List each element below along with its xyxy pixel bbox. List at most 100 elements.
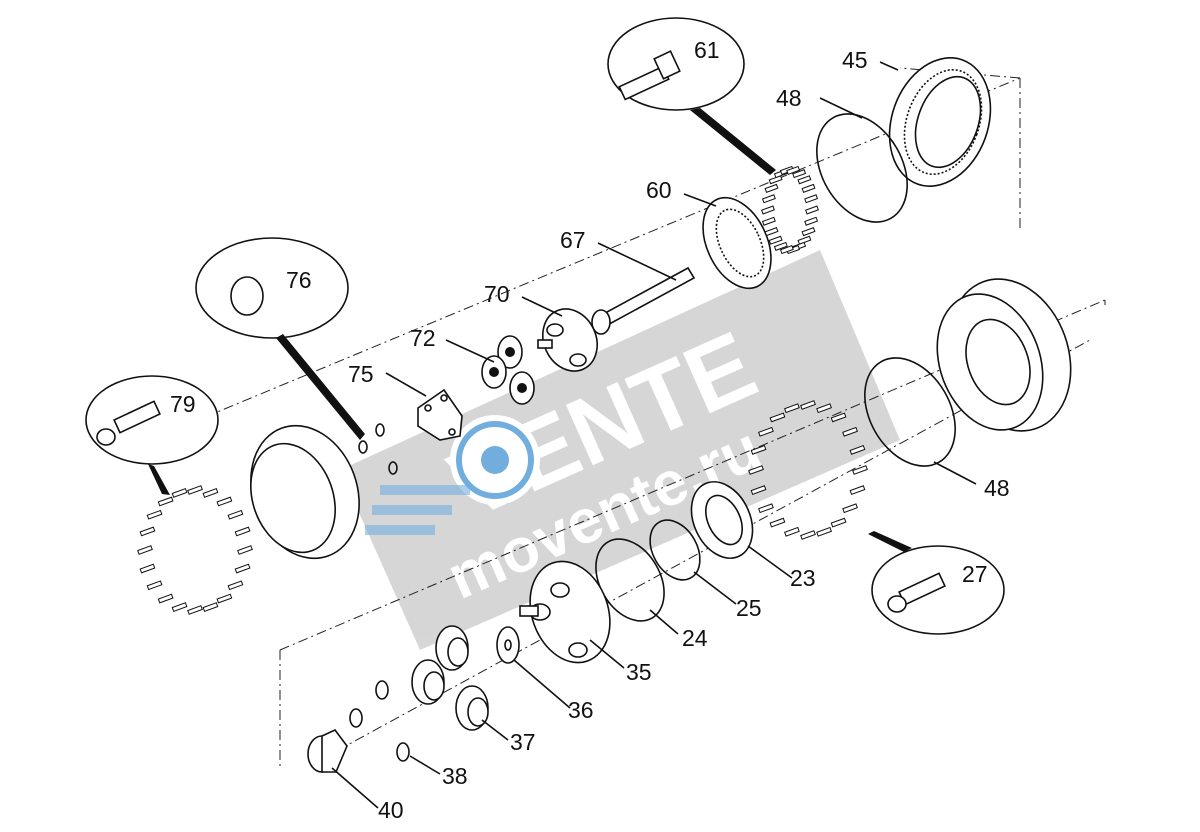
- bolt-icon: [792, 169, 807, 179]
- bolt-icon: [773, 241, 788, 251]
- bolt-icon: [849, 485, 866, 496]
- bolt-icon: [784, 526, 800, 537]
- callout-61: 61: [694, 37, 720, 63]
- bolt-icon: [768, 175, 783, 185]
- bolt-icon: [849, 444, 866, 455]
- bolt-icon: [764, 227, 779, 237]
- detail-bubble-27: [868, 531, 1005, 635]
- bolt-icon: [234, 526, 251, 537]
- bolt-icon: [227, 509, 244, 520]
- bolt-icon: [830, 412, 847, 423]
- bolt-icon: [758, 503, 774, 514]
- bolt-icon: [137, 545, 153, 555]
- ring-25: [649, 519, 701, 581]
- bolt-icon: [769, 412, 786, 423]
- bolt-icon: [842, 503, 858, 514]
- bolt-icon: [797, 175, 812, 185]
- bolt-icon: [801, 183, 816, 193]
- callout-48-lower: 48: [984, 475, 1010, 501]
- bolt-icon: [216, 593, 233, 604]
- bolt-icon: [202, 602, 219, 612]
- bolt-icon: [786, 165, 801, 175]
- planet-carrier-35: [519, 560, 611, 664]
- bolt-icon: [761, 216, 776, 226]
- washer-36: [496, 626, 520, 664]
- bolt-icon: [146, 509, 163, 520]
- bolt-icon: [157, 496, 174, 507]
- bolt-icon: [797, 235, 812, 245]
- callout-37: 37: [510, 729, 536, 755]
- bolt-icon: [769, 517, 786, 528]
- callout-38: 38: [442, 763, 468, 789]
- callout-72: 72: [410, 325, 436, 351]
- callout-40: 40: [378, 797, 404, 823]
- bolt-icon: [139, 526, 156, 537]
- bolt-icon: [216, 496, 233, 507]
- bolt-icon: [800, 400, 816, 410]
- bearing-60: [702, 196, 772, 290]
- bolt-icon: [187, 485, 203, 495]
- planet-gears-37: [411, 625, 489, 731]
- housing-right: [936, 278, 1072, 432]
- callout-23: 23: [790, 565, 816, 591]
- bolt-icon: [816, 526, 832, 537]
- detail-bubble-79: [85, 375, 219, 495]
- shaft-67: [591, 266, 696, 335]
- callout-79: 79: [170, 391, 196, 417]
- sun-gear-40: [307, 729, 348, 773]
- callout-35: 35: [626, 659, 652, 685]
- bolt-icon: [784, 403, 800, 414]
- plate-75: [417, 388, 463, 441]
- bolt-icon: [750, 485, 767, 496]
- bolt-icon: [816, 403, 832, 414]
- bolt-icon: [768, 235, 783, 245]
- bolt-icon: [237, 545, 253, 555]
- callout-25: 25: [736, 595, 762, 621]
- bearing-23: [690, 481, 754, 559]
- callout-labels: 61 45 48 60 67 76 70 72 75 79 48 27 23 2…: [170, 37, 1010, 823]
- bolt-icon: [804, 194, 819, 204]
- callout-67: 67: [560, 227, 586, 253]
- bolt-icon: [800, 530, 816, 540]
- bolt-icon: [761, 205, 775, 215]
- snap-rings-small: [358, 423, 398, 475]
- bolt-icon: [852, 465, 868, 475]
- detail-bubble-76: [195, 237, 365, 440]
- bolt-icon: [187, 605, 203, 615]
- bolt-icon: [758, 426, 774, 437]
- bolt-icon: [842, 426, 858, 437]
- bolt-circle-61: [761, 165, 819, 255]
- bolt-icon: [171, 602, 188, 612]
- bolt-icon: [750, 444, 767, 455]
- leader-lines: [331, 61, 977, 809]
- planet-gears-72: [481, 335, 535, 405]
- ring-gear-45: [888, 57, 992, 187]
- callout-48-top: 48: [776, 85, 802, 111]
- bolt-icon: [139, 563, 156, 574]
- bolt-icon: [146, 580, 163, 591]
- bolt-icon: [764, 183, 779, 193]
- bolt-icon: [748, 465, 764, 475]
- o-ring-48-lower: [864, 357, 956, 467]
- planet-carrier-70: [537, 308, 598, 372]
- o-ring-48-top: [816, 113, 908, 223]
- bolt-icon: [801, 227, 816, 237]
- bolt-icon: [202, 488, 219, 498]
- callout-76: 76: [286, 267, 312, 293]
- bolt-circle-79: [137, 485, 253, 615]
- bolt-icon: [830, 517, 847, 528]
- callout-24: 24: [682, 625, 708, 651]
- detail-bubble-61: [607, 17, 776, 175]
- callout-75: 75: [348, 361, 374, 387]
- housing-cover-left: [250, 424, 360, 560]
- callout-60: 60: [646, 177, 672, 203]
- callout-36: 36: [568, 697, 594, 723]
- bolt-icon: [805, 205, 819, 215]
- snap-rings-38: [349, 680, 410, 762]
- watermark-logo-icon: [365, 415, 540, 535]
- bolt-icon: [779, 245, 794, 255]
- bolt-icon: [157, 593, 174, 604]
- bolt-icon: [171, 488, 188, 498]
- bolt-icon: [761, 194, 776, 204]
